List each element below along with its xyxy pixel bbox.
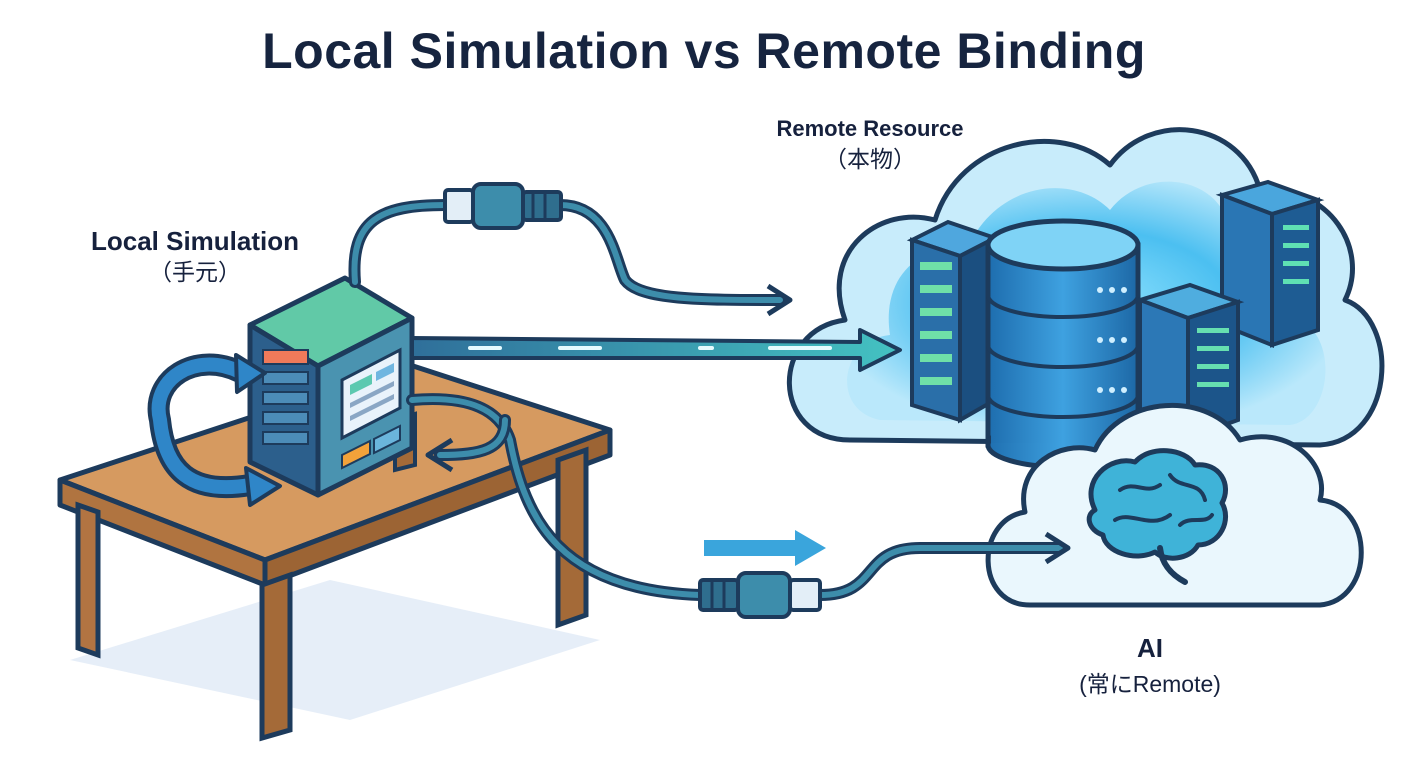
lower-cable — [406, 393, 1071, 619]
upper-cable — [348, 182, 793, 317]
local-loop-arrow — [147, 353, 282, 507]
rack-back-right — [1215, 179, 1325, 348]
page-title: Local Simulation vs Remote Binding — [262, 23, 1146, 79]
ai-label: AI (常にRemote) — [1020, 630, 1280, 702]
ai-subtitle: (常にRemote) — [1079, 671, 1221, 697]
database-cylinder — [985, 218, 1141, 470]
remote-resource-title: Remote Resource — [776, 116, 964, 141]
ai-title: AI — [1137, 633, 1163, 663]
flow-arrow — [704, 530, 826, 566]
local-simulation-subtitle: （手元） — [149, 259, 241, 285]
remote-resource-subtitle: （本物） — [824, 146, 916, 172]
rack-left — [906, 219, 1001, 424]
local-simulation-title: Local Simulation — [90, 226, 300, 256]
return-arrow — [425, 414, 511, 473]
brain-icon — [1086, 448, 1229, 585]
local-simulation-label: Local Simulation （手元） — [40, 226, 350, 288]
local-server — [247, 275, 415, 498]
table — [57, 362, 613, 742]
central-beam-arrow — [410, 328, 902, 372]
remote-resource-label: Remote Resource （本物） — [700, 114, 1040, 174]
